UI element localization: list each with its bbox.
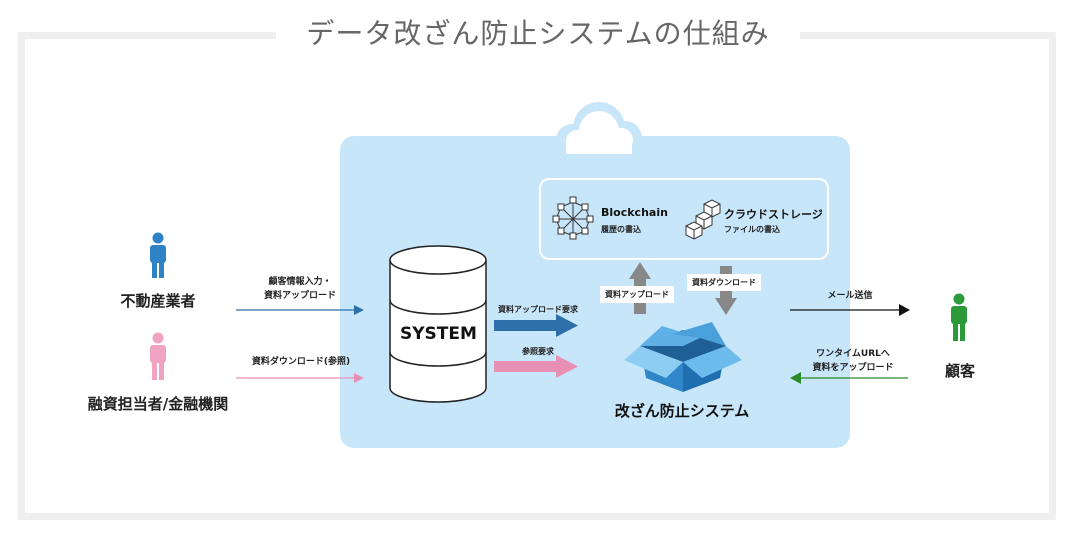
customer-person-icon	[951, 293, 967, 341]
blockchain-icon	[552, 196, 594, 240]
ref-request-label: 参照要求	[522, 347, 554, 356]
mail-label: メール送信	[827, 291, 873, 301]
cloud-storage-icon	[685, 199, 721, 240]
diagram-title: データ改ざん防止システムの仕組み	[306, 17, 770, 50]
cloud-inner-icon	[566, 111, 633, 154]
input-arrow	[236, 305, 364, 315]
blockchain-title: Blockchain	[601, 206, 668, 219]
customer-label: 顧客	[944, 362, 975, 380]
finance-person-icon	[150, 332, 166, 380]
ref-request-arrow	[494, 355, 578, 378]
system-database-icon	[389, 245, 487, 403]
system-label: SYSTEM	[400, 324, 477, 344]
tamper-proof-box-icon	[624, 322, 742, 392]
storage-title: クラウドストレージ	[724, 208, 823, 221]
real-estate-label: 不動産業者	[120, 292, 196, 310]
storage-sub: ファイルの書込	[724, 225, 780, 234]
onetime-label-line2: 資料をアップロード	[812, 363, 894, 373]
download-chip: 資料ダウンロード	[687, 274, 761, 291]
blockchain-sub: 履歴の書込	[601, 225, 641, 234]
title-container: データ改ざん防止システムの仕組み	[276, 10, 800, 54]
upload-request-label: 資料アップロード要求	[498, 305, 578, 314]
input-label-line1: 顧客情報入力・	[268, 277, 332, 287]
mail-arrow	[790, 304, 910, 316]
real-estate-person-icon	[150, 232, 166, 278]
onetime-label-line1: ワンタイムURLへ	[816, 349, 890, 359]
storage-panel	[539, 178, 829, 260]
upload-request-arrow	[494, 314, 578, 337]
input-label-line2: 資料アップロード	[263, 291, 336, 301]
upload-chip: 資料アップロード	[600, 286, 674, 303]
tamper-system-label: 改ざん防止システム	[614, 402, 750, 420]
finance-label: 融資担当者/金融機関	[87, 395, 229, 413]
onetime-upload-arrow	[790, 372, 908, 384]
download-ref-label: 資料ダウンロード(参照)	[251, 357, 351, 367]
download-ref-arrow	[236, 373, 364, 383]
